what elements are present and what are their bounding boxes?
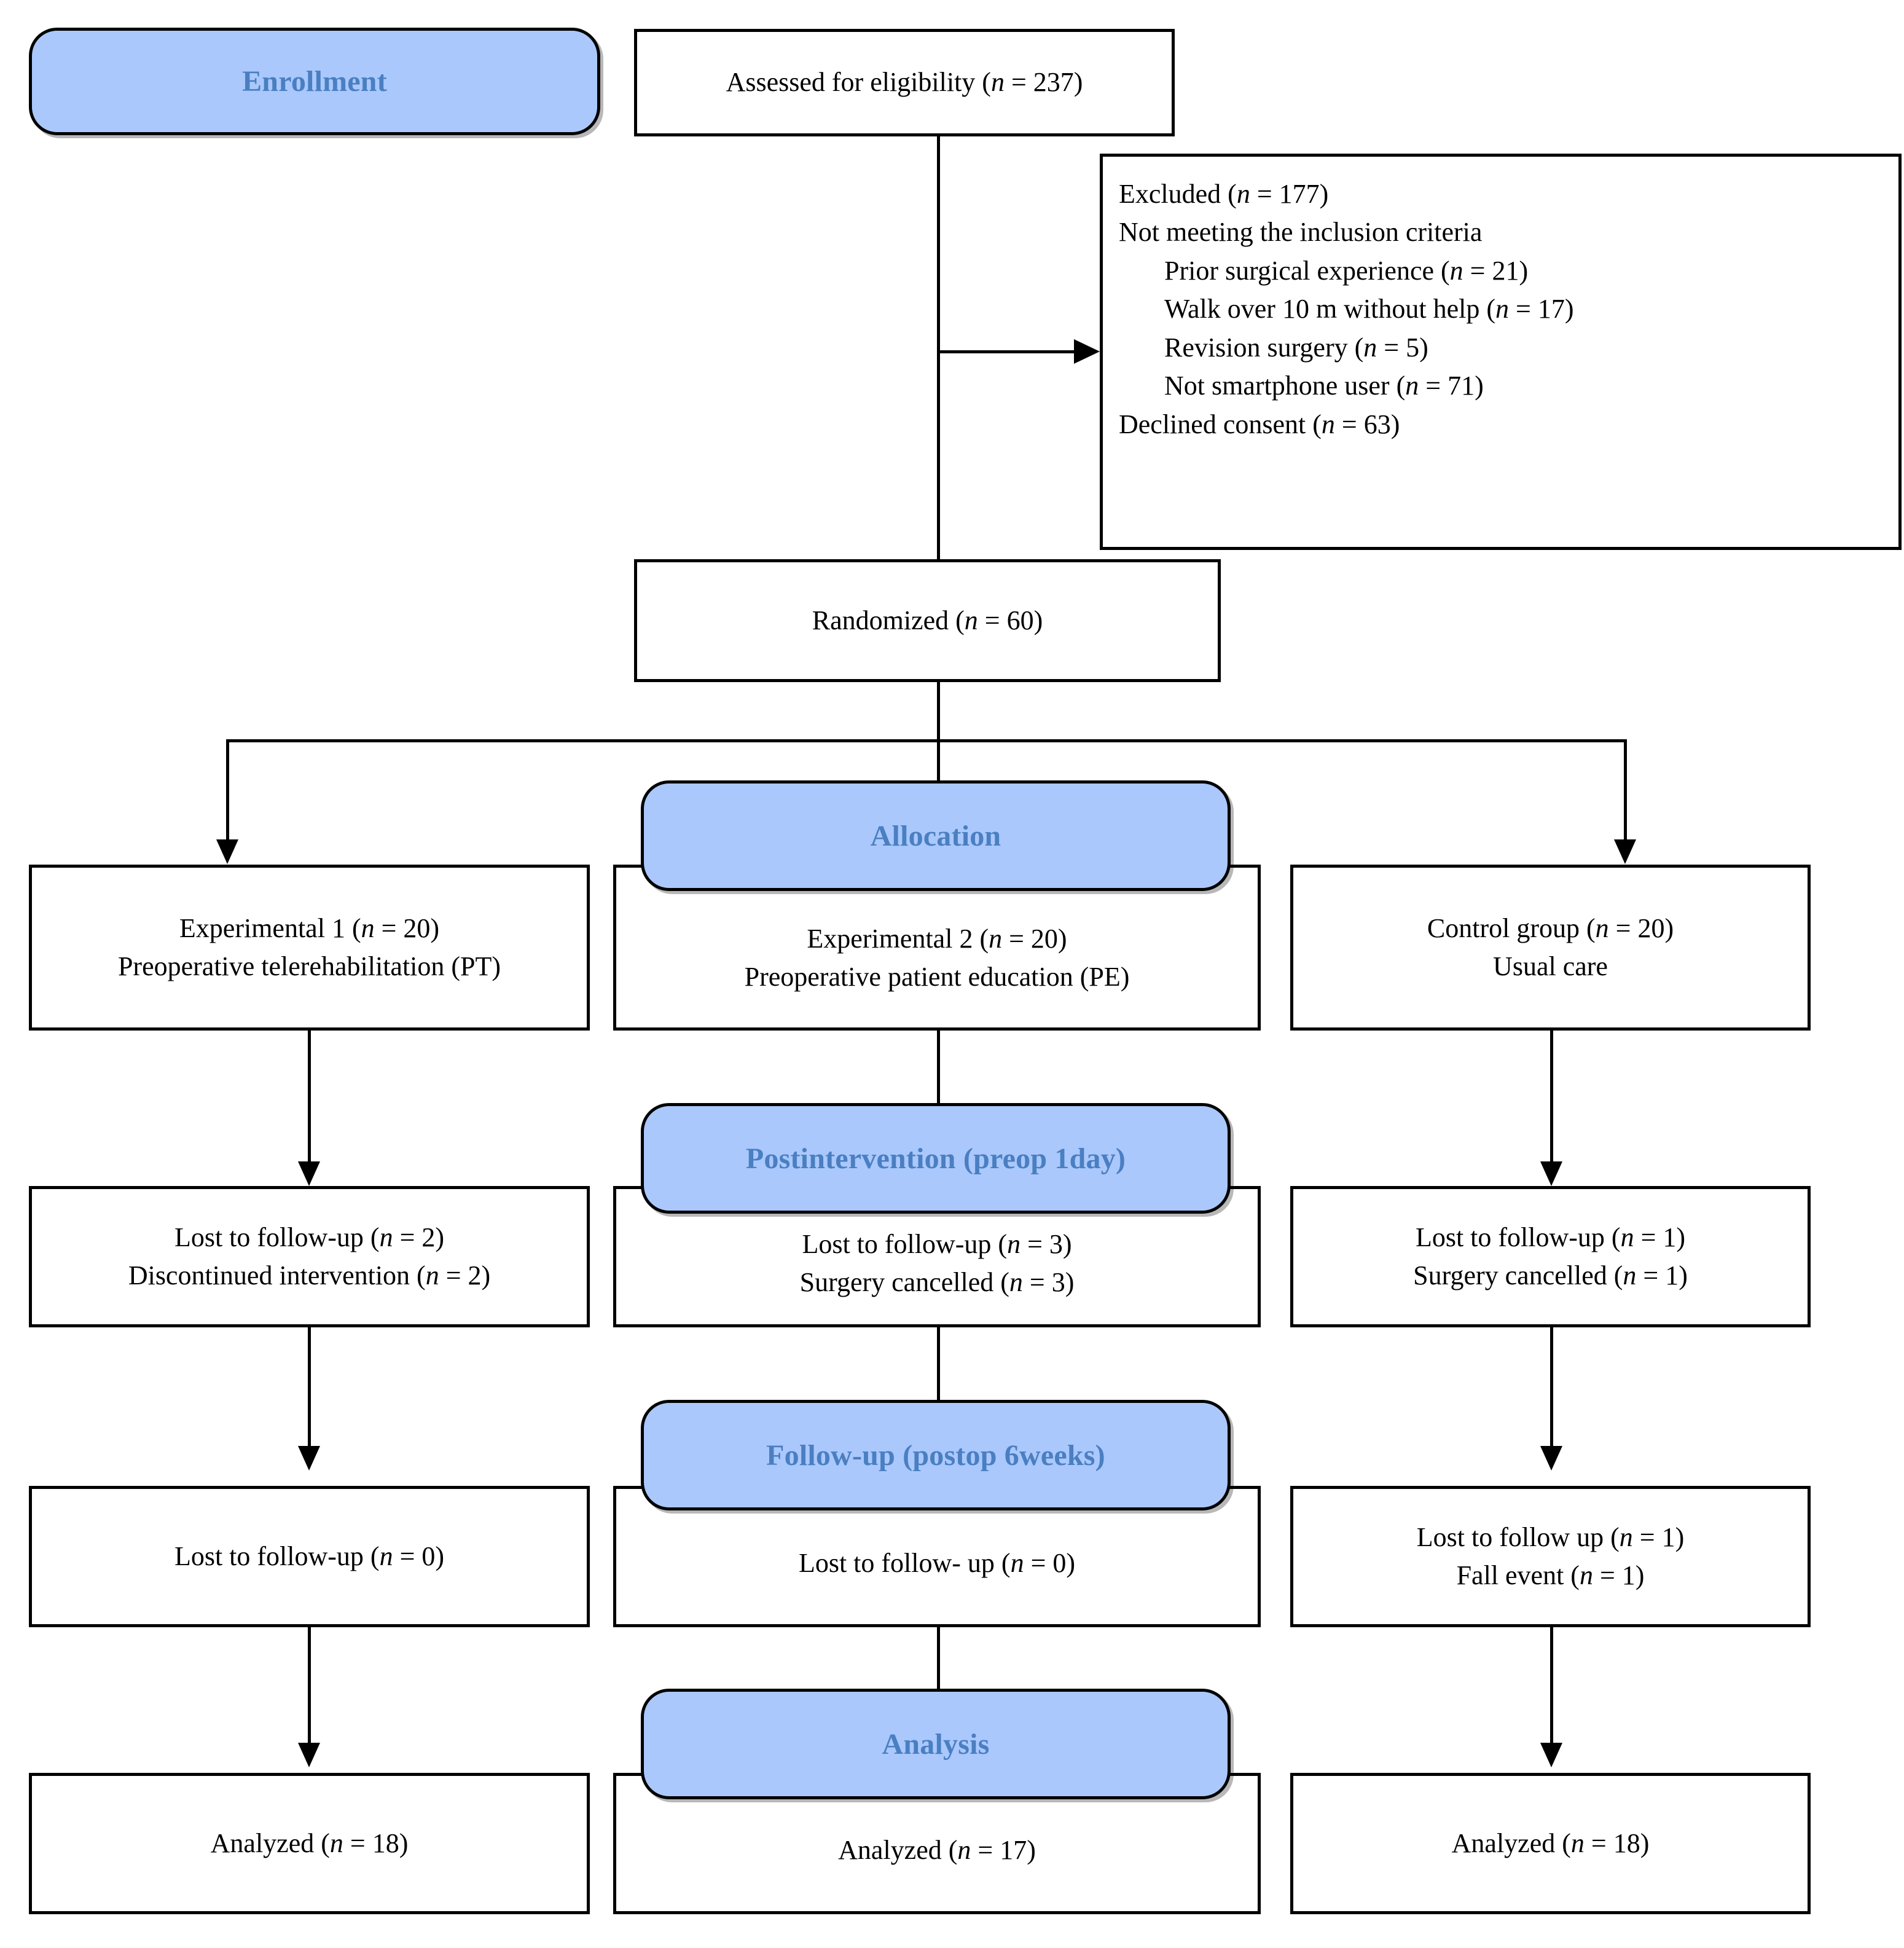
followup-right-line-2: Fall event (n = 1)	[1456, 1560, 1645, 1590]
connector-split-bar	[226, 739, 1627, 742]
connector-left-alloc-to-post	[308, 1031, 311, 1163]
stage-banner-enrollment-label: Enrollment	[242, 65, 387, 98]
arrow-right-followup-to-analysis	[1540, 1743, 1562, 1767]
arrow-left-post-to-followup	[298, 1446, 320, 1471]
box-post-control-group: Lost to follow-up (n = 1) Surgery cancel…	[1290, 1186, 1811, 1327]
arrow-left-alloc-to-post	[298, 1161, 320, 1186]
post-right-line-2: Surgery cancelled (n = 1)	[1413, 1260, 1688, 1290]
box-post-experimental-1: Lost to follow-up (n = 2) Discontinued i…	[29, 1186, 590, 1327]
allocation-middle-line-2: Preoperative patient education (PE)	[744, 962, 1130, 992]
assessed-line-1: Assessed for eligibility (n = 237)	[726, 67, 1083, 98]
box-allocation-experimental-2: Experimental 2 (n = 20) Preoperative pat…	[613, 865, 1261, 1031]
analysis-middle-line-1: Analyzed (n = 17)	[838, 1834, 1036, 1865]
arrow-to-excluded	[1074, 339, 1100, 364]
stage-banner-allocation-label: Allocation	[870, 819, 1001, 852]
excluded-line-4: Walk over 10 m without help (n = 17)	[1164, 294, 1574, 324]
excluded-line-7: Declined consent (n = 63)	[1119, 409, 1400, 439]
post-right-line-1: Lost to follow-up (n = 1)	[1415, 1222, 1686, 1252]
excluded-line-1: Excluded (n = 177)	[1119, 179, 1329, 209]
allocation-left-line-2: Preoperative telerehabilitation (PT)	[117, 951, 501, 981]
box-randomized: Randomized (n = 60)	[634, 559, 1221, 682]
box-excluded: Excluded (n = 177) Not meeting the inclu…	[1100, 154, 1902, 550]
connector-assessed-to-randomized	[937, 136, 940, 560]
allocation-right-line-2: Usual care	[1493, 951, 1608, 981]
connector-to-excluded	[937, 350, 1078, 353]
allocation-middle-line-1: Experimental 2 (n = 20)	[807, 923, 1067, 954]
excluded-line-6: Not smartphone user (n = 71)	[1164, 371, 1484, 401]
stage-banner-followup-label: Follow-up (postop 6weeks)	[766, 1439, 1105, 1472]
stage-banner-enrollment: Enrollment	[29, 28, 600, 135]
allocation-left-line-1: Experimental 1 (n = 20)	[179, 913, 440, 943]
analysis-left-line-1: Analyzed (n = 18)	[210, 1828, 409, 1858]
connector-left-followup-to-analysis	[308, 1627, 311, 1744]
followup-middle-line-1: Lost to follow- up (n = 0)	[798, 1547, 1076, 1578]
box-allocation-experimental-1: Experimental 1 (n = 20) Preoperative tel…	[29, 865, 590, 1031]
allocation-right-line-1: Control group (n = 20)	[1427, 913, 1674, 943]
post-left-line-1: Lost to follow-up (n = 2)	[174, 1222, 445, 1252]
analysis-right-line-1: Analyzed (n = 18)	[1451, 1828, 1650, 1858]
post-middle-line-2: Surgery cancelled (n = 3)	[799, 1267, 1075, 1297]
connector-right-alloc-to-post	[1550, 1031, 1553, 1163]
connector-right-followup-to-analysis	[1550, 1627, 1553, 1744]
arrow-left-followup-to-analysis	[298, 1743, 320, 1767]
box-followup-control-group: Lost to follow up (n = 1) Fall event (n …	[1290, 1486, 1811, 1627]
box-followup-experimental-1: Lost to follow-up (n = 0)	[29, 1486, 590, 1627]
connector-left-post-to-followup	[308, 1327, 311, 1447]
arrow-right-post-to-followup	[1540, 1446, 1562, 1471]
stage-banner-postintervention-label: Postintervention (preop 1day)	[745, 1142, 1126, 1175]
connector-right-post-to-followup	[1550, 1327, 1553, 1447]
excluded-line-3: Prior surgical experience (n = 21)	[1164, 255, 1529, 286]
followup-left-line-1: Lost to follow-up (n = 0)	[174, 1541, 445, 1571]
box-allocation-control-group: Control group (n = 20) Usual care	[1290, 865, 1811, 1031]
post-middle-line-1: Lost to follow-up (n = 3)	[802, 1228, 1072, 1259]
excluded-line-5: Revision surgery (n = 5)	[1164, 332, 1428, 363]
arrow-to-control-group	[1614, 839, 1636, 864]
box-assessed-for-eligibility: Assessed for eligibility (n = 237)	[634, 29, 1175, 136]
stage-banner-postintervention: Postintervention (preop 1day)	[641, 1103, 1231, 1214]
connector-split-right	[1624, 739, 1627, 841]
arrow-to-experimental-1	[216, 839, 238, 864]
connector-randomized-stem	[937, 682, 940, 866]
stage-banner-allocation: Allocation	[641, 780, 1231, 891]
arrow-right-alloc-to-post	[1540, 1161, 1562, 1186]
post-left-line-2: Discontinued intervention (n = 2)	[128, 1260, 491, 1290]
stage-banner-analysis-label: Analysis	[882, 1727, 990, 1761]
randomized-line-1: Randomized (n = 60)	[812, 605, 1043, 635]
stage-banner-followup: Follow-up (postop 6weeks)	[641, 1400, 1231, 1510]
excluded-line-2: Not meeting the inclusion criteria	[1119, 217, 1483, 248]
connector-split-left	[226, 739, 229, 841]
box-analysis-control-group: Analyzed (n = 18)	[1290, 1773, 1811, 1914]
followup-right-line-1: Lost to follow up (n = 1)	[1416, 1522, 1685, 1552]
box-analysis-experimental-1: Analyzed (n = 18)	[29, 1773, 590, 1914]
stage-banner-analysis: Analysis	[641, 1689, 1231, 1799]
